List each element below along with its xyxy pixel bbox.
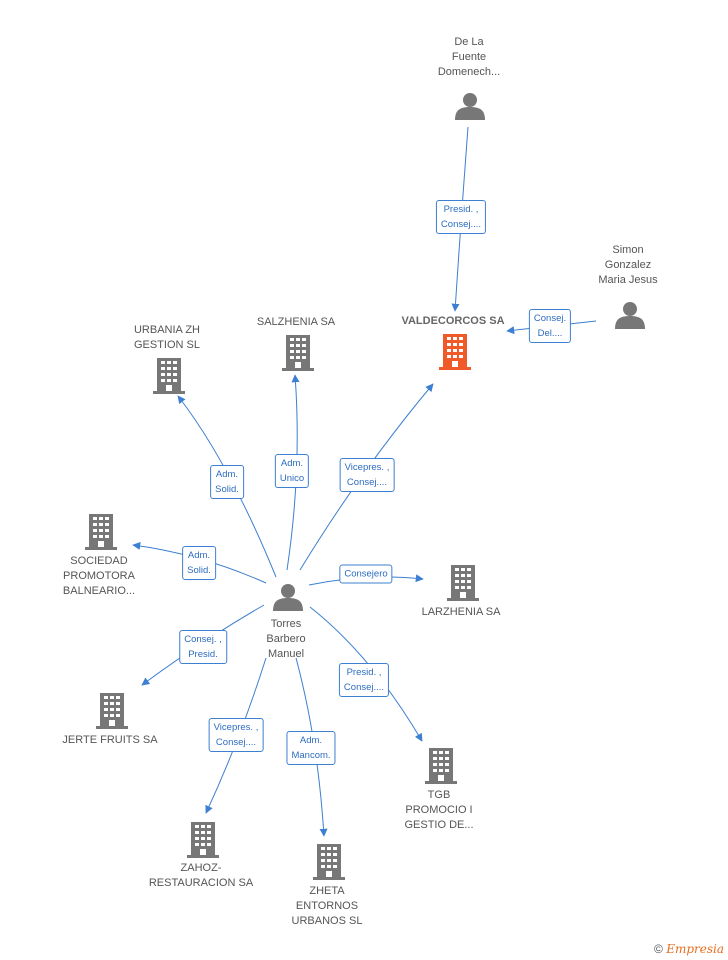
edge-label-torres-sociedad: Adm. Solid.	[182, 546, 216, 580]
building-icon[interactable]	[313, 844, 345, 880]
person-icon[interactable]	[615, 301, 645, 329]
edge-label-torres-larzhenia: Consejero	[339, 564, 393, 584]
building-icon[interactable]	[96, 693, 128, 729]
node-label-valdecorcos[interactable]: VALDECORCOS SA	[401, 315, 505, 327]
node-label-simon[interactable]: Simon Gonzalez Maria Jesus	[598, 244, 658, 286]
building-icon[interactable]	[187, 822, 219, 858]
node-label-zahoz[interactable]: ZAHOZ- RESTAURACION SA	[148, 862, 254, 889]
edge-label-torres-valdecorcos: Vicepres. , Consej....	[339, 458, 395, 492]
edge-label-torres-zahoz: Vicepres. , Consej....	[208, 718, 264, 752]
edge-label-torres-urbania: Adm. Solid.	[210, 465, 244, 499]
edge-label-delafuente-valdecorcos: Presid. , Consej....	[435, 200, 487, 234]
building-icon[interactable]	[439, 334, 471, 370]
node-label-larzhenia[interactable]: LARZHENIA SA	[421, 606, 501, 618]
node-label-jerte[interactable]: JERTE FRUITS SA	[62, 734, 158, 746]
building-icon[interactable]	[425, 748, 457, 784]
edge-label-torres-zheta: Adm. Mancom.	[286, 731, 336, 765]
edge-label-torres-tgb: Presid. , Consej....	[338, 663, 390, 697]
node-label-salzhenia[interactable]: SALZHENIA SA	[256, 316, 336, 328]
edge-label-simon-valdecorcos: Consej. Del....	[528, 309, 572, 343]
node-label-tgb[interactable]: TGB PROMOCIO I GESTIO DE...	[404, 789, 474, 831]
node-label-delafuente[interactable]: De La Fuente Domenech...	[437, 36, 501, 78]
node-label-torres[interactable]: Torres Barbero Manuel	[266, 618, 306, 660]
footer-watermark: © Empresia	[654, 942, 724, 956]
edge-label-torres-jerte: Consej. , Presid.	[179, 630, 227, 664]
building-icon[interactable]	[85, 514, 117, 550]
copyright-icon: ©	[654, 942, 663, 956]
node-label-zheta[interactable]: ZHETA ENTORNOS URBANOS SL	[291, 885, 363, 927]
building-icon[interactable]	[282, 335, 314, 371]
edge-label-torres-salzhenia: Adm. Unico	[274, 454, 310, 488]
brand-logo: Empresia	[666, 942, 724, 956]
node-label-sociedad[interactable]: SOCIEDAD PROMOTORA BALNEARIO...	[62, 555, 136, 597]
person-icon[interactable]	[455, 92, 485, 120]
node-label-urbania[interactable]: URBANIA ZH GESTION SL	[133, 324, 201, 351]
building-icon[interactable]	[153, 358, 185, 394]
person-icon[interactable]	[273, 583, 303, 611]
building-icon[interactable]	[447, 565, 479, 601]
